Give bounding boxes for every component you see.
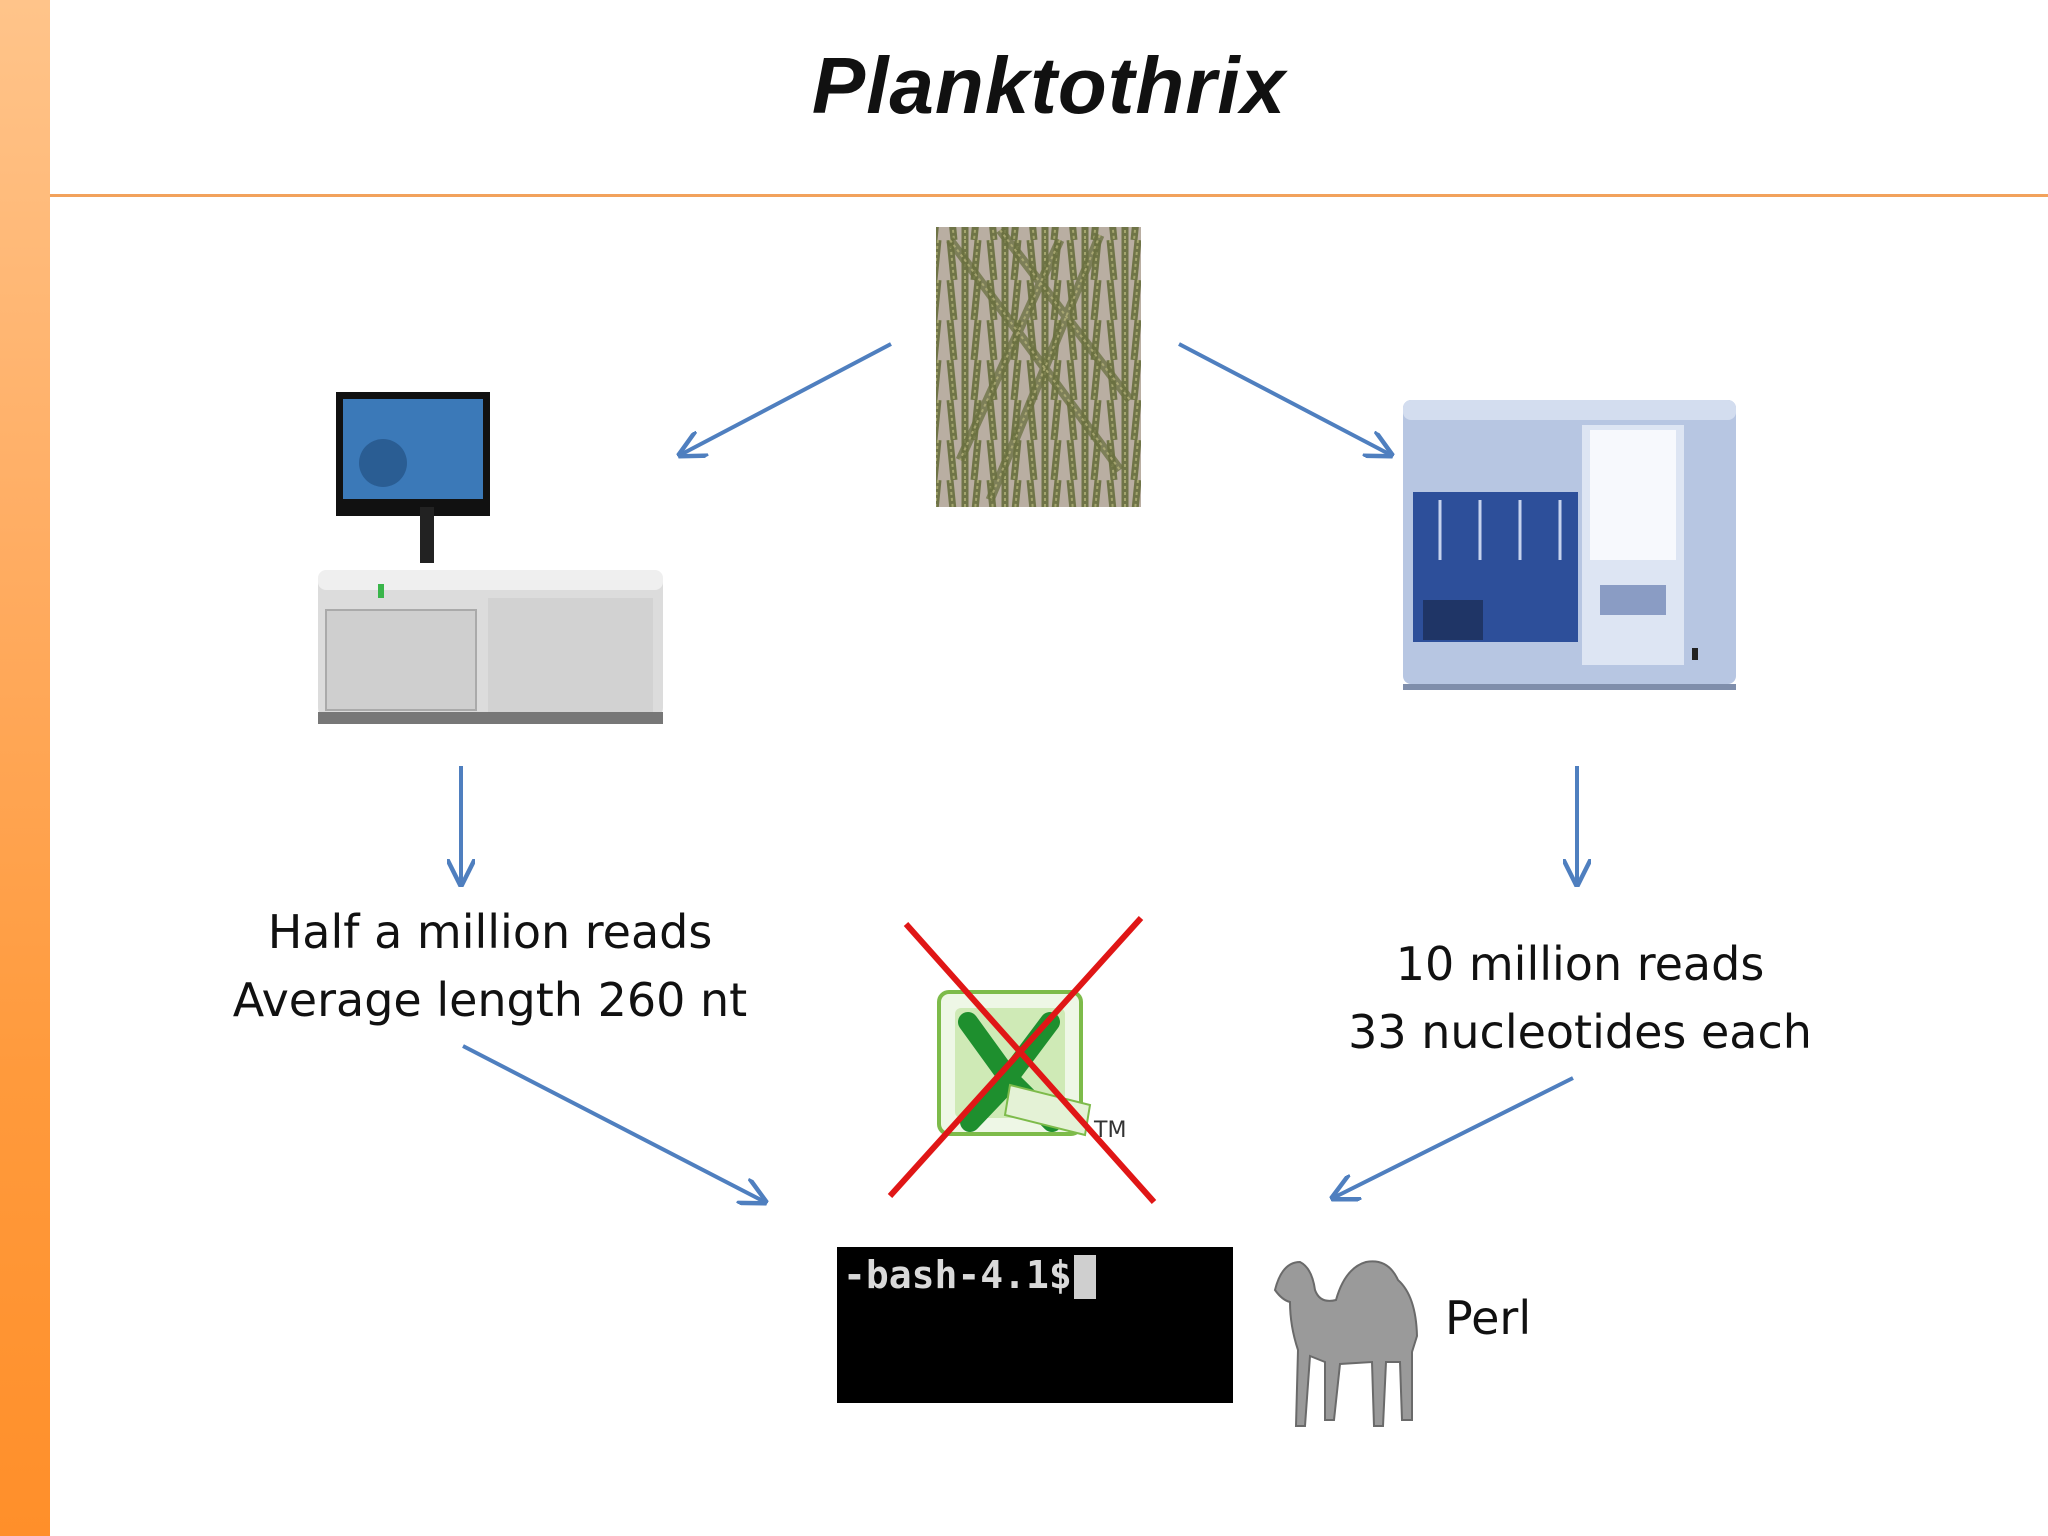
camel-icon [1273,1260,1419,1427]
terminal-window: -bash-4.1$ [837,1247,1233,1403]
terminal-cursor [1074,1255,1096,1299]
microscope-image [936,227,1141,507]
left-output-line2: Average length 260 nt [232,973,748,1027]
arrow-left-to-terminal [462,1044,765,1202]
left-output-line1: Half a million reads [267,905,713,959]
right-output-text: 10 million reads 33 nucleotides each [1320,930,1840,1066]
accent-bar [0,0,50,1536]
arrow-specimen-to-illumina [1178,342,1391,455]
perl-label: Perl [1445,1291,1532,1345]
terminal-prompt: -bash-4.1$ [843,1253,1072,1297]
title-divider [50,194,2048,197]
arrows [461,342,1577,1202]
rejected-cross-icon [887,915,1157,1204]
arrow-specimen-to-454 [680,342,892,455]
454-sequencer-image [318,392,663,724]
right-output-line1: 10 million reads [1395,937,1765,991]
slide-title: Planktothrix [811,41,1287,130]
illumina-sequencer-image [1403,400,1736,690]
right-output-line2: 33 nucleotides each [1348,1005,1812,1059]
left-output-text: Half a million reads Average length 260 … [180,898,800,1034]
arrow-right-to-terminal [1333,1076,1574,1198]
